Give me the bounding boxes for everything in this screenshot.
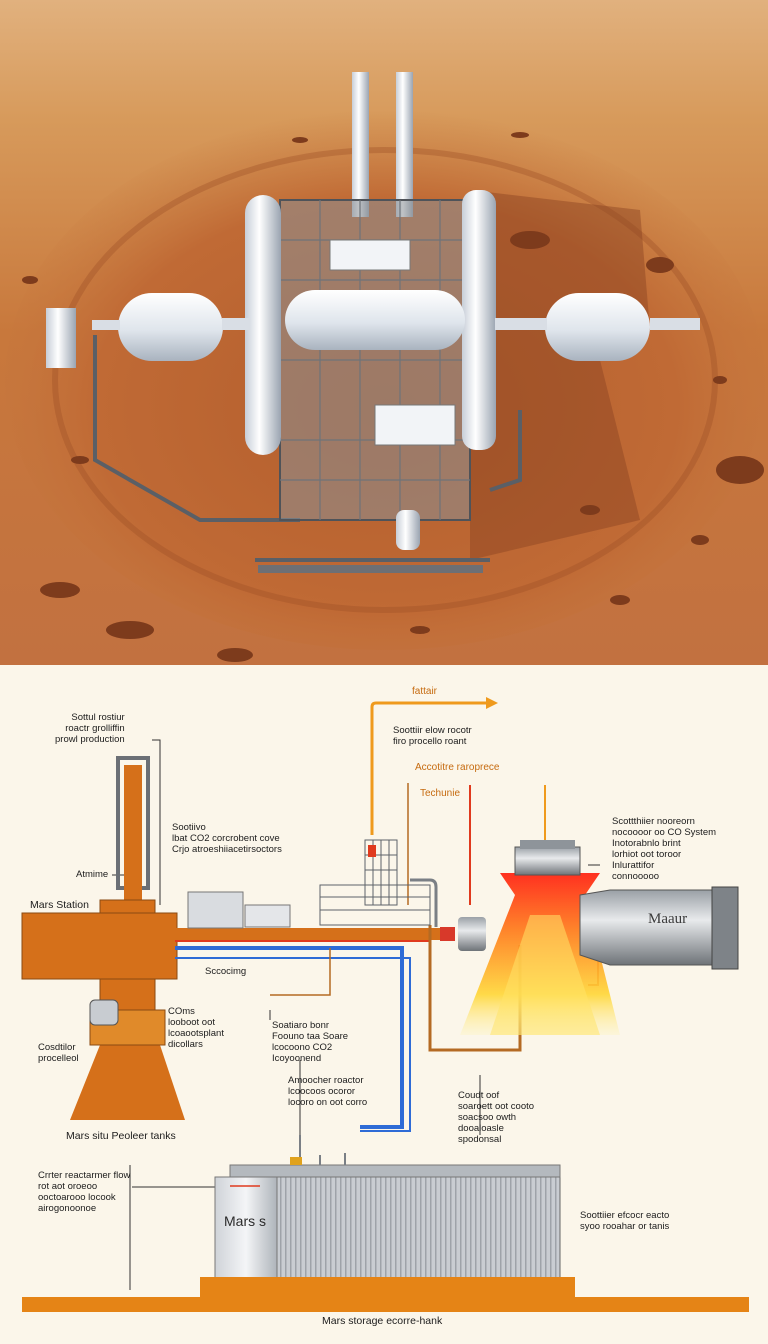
label-top-arrow: fattair <box>412 686 438 697</box>
label-sccoing: Sccocimg <box>205 966 247 977</box>
label-mid-flow: Soottiir elow rocotr firo procello roant <box>393 725 472 747</box>
label-atmo: Atmime <box>76 869 109 880</box>
label-right-storage: Soottiier efcocr eacto syoo rooahar or t… <box>580 1210 670 1232</box>
label-crater: Crrter reactarmer flow rot aot oroeoo oo… <box>38 1170 131 1214</box>
label-catalyst: Cosdtilor procelleol <box>38 1042 79 1064</box>
label-mars-tanks: Mars situ Peoleer tanks <box>66 1130 176 1142</box>
label-mars-station: Mars Station <box>30 899 89 911</box>
footer-caption: Mars storage ecorre-hank <box>322 1315 443 1327</box>
label-atmo-reactor: Amoocher roactor lcoocoos ocoror locoro … <box>288 1075 368 1108</box>
label-co2: Sootiivo lbat CO2 corcrobent cove Crjo a… <box>172 822 282 855</box>
label-left-reactor: Sottul rostiur roactr grolliffin prowl p… <box>55 712 125 745</box>
label-accel: Accotitre raroprece <box>415 762 500 773</box>
tank-label: Mars s <box>224 1213 266 1229</box>
label-fixture: Soatiaro bonr Foouno taa Soare lcocoono … <box>272 1020 349 1064</box>
engine-brand: Maaur <box>648 911 688 927</box>
mars-plant-aerial-image <box>0 0 768 665</box>
label-co2-lower: COms looboot oot lcoaootsplant dicollars <box>168 1006 224 1050</box>
label-right-system: Scottthiier nooreorn nocoooor oo CO Syst… <box>612 816 717 882</box>
label-cooled: Coudt oof soaroett oot cooto soacsoo owt… <box>458 1090 535 1145</box>
process-schematic <box>21 697 749 1312</box>
label-techulo: Techunie <box>420 788 461 799</box>
